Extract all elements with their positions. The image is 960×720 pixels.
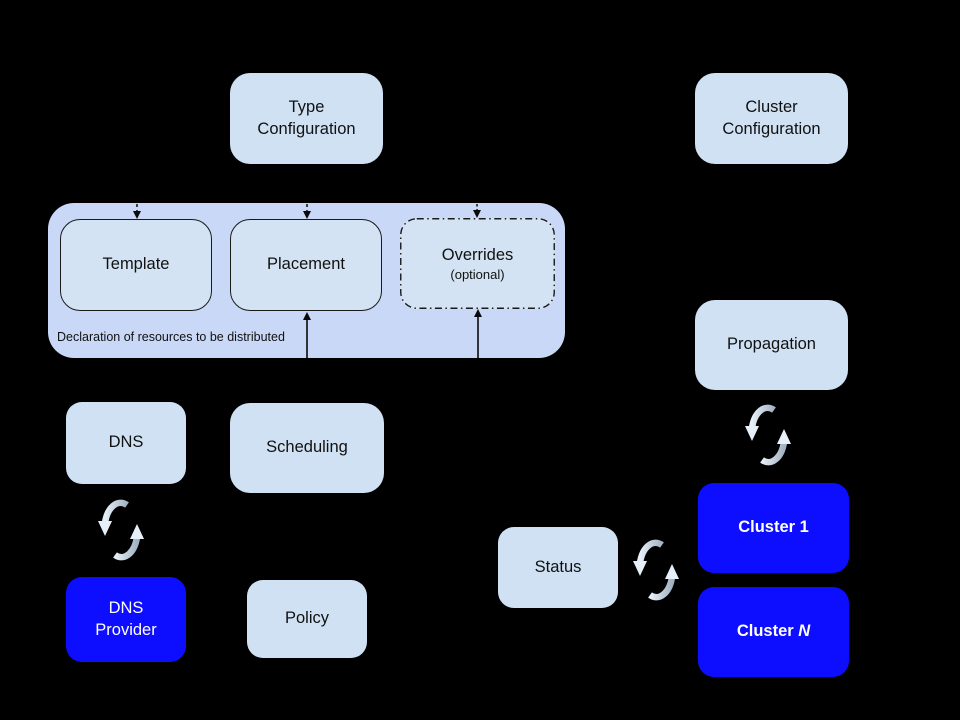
node-cluster-n: Cluster N [698,587,849,677]
node-placement: Placement [230,219,382,311]
sync-icon-propagation-cluster [745,404,791,466]
node-type-configuration: Type Configuration [230,73,383,164]
overrides-subtitle: (optional) [450,266,505,282]
node-propagation: Propagation [695,300,848,390]
overrides-title: Overrides [441,245,514,264]
node-status: Status [498,527,618,608]
node-template: Template [60,219,212,311]
sync-icon-dns-provider [98,499,144,561]
sync-icon-status-cluster [633,539,679,601]
node-dns-provider: DNS Provider [66,577,186,662]
cluster-n-label: Cluster N [736,622,811,641]
node-dns: DNS [66,402,186,484]
node-cluster-configuration: Cluster Configuration [695,73,848,164]
node-cluster-1: Cluster 1 [698,483,849,573]
node-policy: Policy [247,580,367,658]
container-caption: Declaration of resources to be distribut… [57,330,285,344]
node-overrides: Overrides (optional) [400,218,555,309]
node-scheduling: Scheduling [230,403,384,493]
